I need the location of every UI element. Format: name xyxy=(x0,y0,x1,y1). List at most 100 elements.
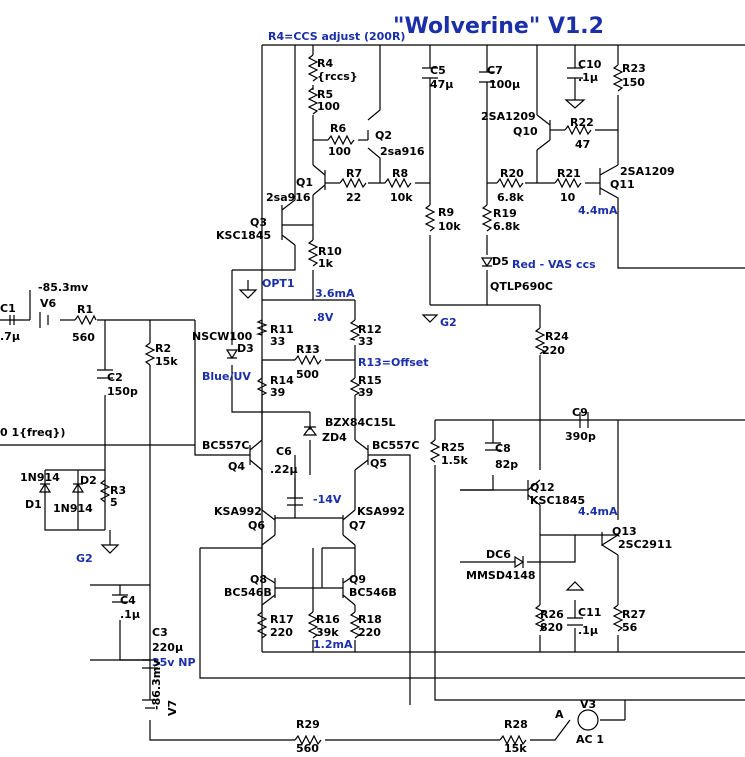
d2-ref: D2 xyxy=(80,474,97,487)
offset-note: R13=Offset xyxy=(358,356,429,369)
r28-ref: R28 xyxy=(504,718,528,731)
c2-ref: C2 xyxy=(107,371,123,384)
node-a-label: A xyxy=(555,708,564,721)
c7-val: 100µ xyxy=(489,78,520,91)
r21-ref: R21 xyxy=(557,167,581,180)
q3-val: KSC1845 xyxy=(216,229,271,242)
d1-ref: D1 xyxy=(25,498,42,511)
r17-ref: R17 xyxy=(270,613,294,626)
q4-ref: Q4 xyxy=(228,460,245,473)
component-labels: R4 {rccs} R5 100 R6 100 Q2 2sa916 R7 22 … xyxy=(0,57,675,755)
q10-ref: Q10 xyxy=(513,125,538,138)
r27-val: 56 xyxy=(622,621,638,634)
r17-val: 220 xyxy=(270,626,293,639)
r1-val: 560 xyxy=(72,331,95,344)
r10-val: 1k xyxy=(318,257,334,270)
dc6-ref: DC6 xyxy=(486,548,511,561)
d3-ref: D3 xyxy=(237,342,254,355)
r29-ref: R29 xyxy=(296,718,320,731)
ground-symbols xyxy=(100,99,586,591)
zd4-ref: ZD4 xyxy=(322,431,347,444)
d3-color: Blue/UV xyxy=(202,370,251,383)
v3-ref: V3 xyxy=(580,698,596,711)
d2-val: 1N914 xyxy=(53,502,93,515)
q13-val: 2SC2911 xyxy=(618,538,672,551)
r24-val: 220 xyxy=(542,344,565,357)
c6-ref: C6 xyxy=(276,445,292,458)
c1-val: .7µ xyxy=(0,330,20,343)
q8-val: BC546B xyxy=(224,586,272,599)
resistor-symbols xyxy=(74,54,624,746)
r3-ref: R3 xyxy=(110,484,126,497)
r27-ref: R27 xyxy=(622,608,646,621)
source-symbols xyxy=(39,312,599,731)
current-44-bottom: 4.4mA xyxy=(578,505,618,518)
r7-ref: R7 xyxy=(346,167,362,180)
r9-val: 10k xyxy=(438,220,461,233)
r19-ref: R19 xyxy=(493,207,517,220)
r16-ref: R16 xyxy=(316,613,340,626)
c4-ref: C4 xyxy=(120,594,136,607)
r19-val: 6.8k xyxy=(493,220,520,233)
r5-val: 100 xyxy=(317,100,340,113)
r13-val: 500 xyxy=(296,368,319,381)
v6-voltage: -85.3mv xyxy=(38,281,89,294)
current-12: 1.2mA xyxy=(313,638,353,651)
zd4-val: BZX84C15L xyxy=(325,416,396,429)
r2-ref: R2 xyxy=(155,342,171,355)
r23-ref: R23 xyxy=(622,62,646,75)
annotations: 3.6mA .8V R13=Offset -14V 1.2mA 4.4mA 4.… xyxy=(0,204,618,721)
r21-val: 10 xyxy=(560,191,576,204)
c1-ref: C1 xyxy=(0,302,16,315)
r8-val: 10k xyxy=(390,191,413,204)
q2-ref: Q2 xyxy=(375,129,392,142)
r26-ref: R26 xyxy=(540,608,564,621)
q6-ref: Q6 xyxy=(248,519,265,532)
r25-val: 1.5k xyxy=(441,454,468,467)
r8-ref: R8 xyxy=(392,167,408,180)
c11-val: .1µ xyxy=(578,624,598,637)
q2-val: 2sa916 xyxy=(380,145,425,158)
c3-val: 220µ xyxy=(152,641,183,654)
header-note: R4=CCS adjust (200R) xyxy=(268,30,405,43)
r12-ref: R12 xyxy=(358,323,382,336)
c5-val: 47µ xyxy=(430,78,453,91)
r22-val: 47 xyxy=(575,138,590,151)
r14-val: 39 xyxy=(270,386,285,399)
c6-val: .22µ xyxy=(270,463,298,476)
c9-ref: C9 xyxy=(572,406,588,419)
c11-ref: C11 xyxy=(578,606,601,619)
r25-ref: R25 xyxy=(441,441,465,454)
r20-ref: R20 xyxy=(500,167,524,180)
q12-val: KSC1845 xyxy=(530,494,585,507)
diode-symbols xyxy=(38,257,525,569)
q7-ref: Q7 xyxy=(349,519,366,532)
r6-val: 100 xyxy=(328,145,351,158)
d1-val: 1N914 xyxy=(20,471,60,484)
c10-val: .1µ xyxy=(578,71,598,84)
r22-ref: R22 xyxy=(570,116,594,129)
q5-ref: Q5 xyxy=(370,457,387,470)
q7-val: KSA992 xyxy=(357,505,405,518)
v6-ref: V6 xyxy=(40,297,57,310)
c5-ref: C5 xyxy=(430,64,446,77)
current-44-top: 4.4mA xyxy=(578,204,618,217)
r10-ref: R10 xyxy=(318,245,342,258)
q6-val: KSA992 xyxy=(214,505,262,518)
c3-rating: 35v NP xyxy=(152,656,196,669)
r13-ref: R13 xyxy=(296,343,320,356)
vas-ccs-note: Red - VAS ccs xyxy=(512,258,596,271)
r15-ref: R15 xyxy=(358,374,382,387)
r2-val: 15k xyxy=(155,355,178,368)
r14-ref: R14 xyxy=(270,374,294,387)
r24-ref: R24 xyxy=(545,330,569,343)
q11-ref: Q11 xyxy=(610,178,635,191)
q5-val: BC557C xyxy=(372,439,420,452)
r16-val: 39k xyxy=(316,626,339,639)
c8-ref: C8 xyxy=(495,442,511,455)
voltage-14: -14V xyxy=(313,493,342,506)
r4-ref: R4 xyxy=(317,57,333,70)
q9-ref: Q9 xyxy=(349,573,366,586)
r5-ref: R5 xyxy=(317,88,333,101)
